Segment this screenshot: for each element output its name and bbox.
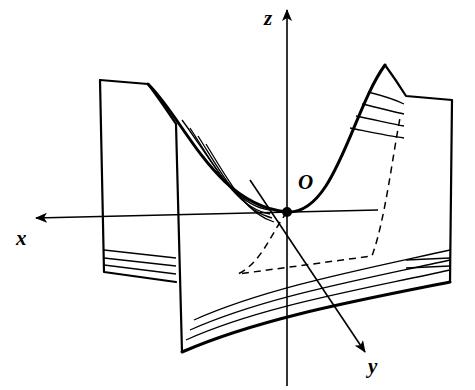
surface-stripe: [190, 260, 450, 330]
axis-label: z: [264, 8, 272, 29]
surface-stripe: [206, 144, 274, 222]
origin-point: [282, 207, 292, 217]
y-axis: [250, 180, 365, 352]
surface-stripe: [356, 116, 404, 126]
surface-profile: [148, 65, 385, 212]
surface-stripe: [406, 258, 450, 260]
z-axis: [286, 10, 288, 386]
surface-stripe: [194, 250, 450, 320]
surface-stripe: [406, 266, 450, 268]
axis-label: y: [368, 356, 377, 377]
origin-label: O: [298, 172, 313, 193]
axis-label: x: [16, 228, 27, 249]
hidden-curve: [238, 118, 400, 274]
surface-stripe: [104, 258, 176, 266]
surface-edge: [385, 65, 452, 282]
surface-stripe: [350, 128, 404, 138]
surface-stripe: [190, 128, 270, 214]
surface-stripe: [182, 120, 270, 210]
x-axis: [36, 210, 378, 218]
surface-edge: [100, 80, 176, 282]
surface-edge: [176, 124, 182, 352]
surface-stripe: [362, 104, 404, 114]
surface-stripe: [368, 92, 404, 104]
surface-stripe: [104, 250, 176, 258]
surface-stripe: [104, 265, 176, 274]
